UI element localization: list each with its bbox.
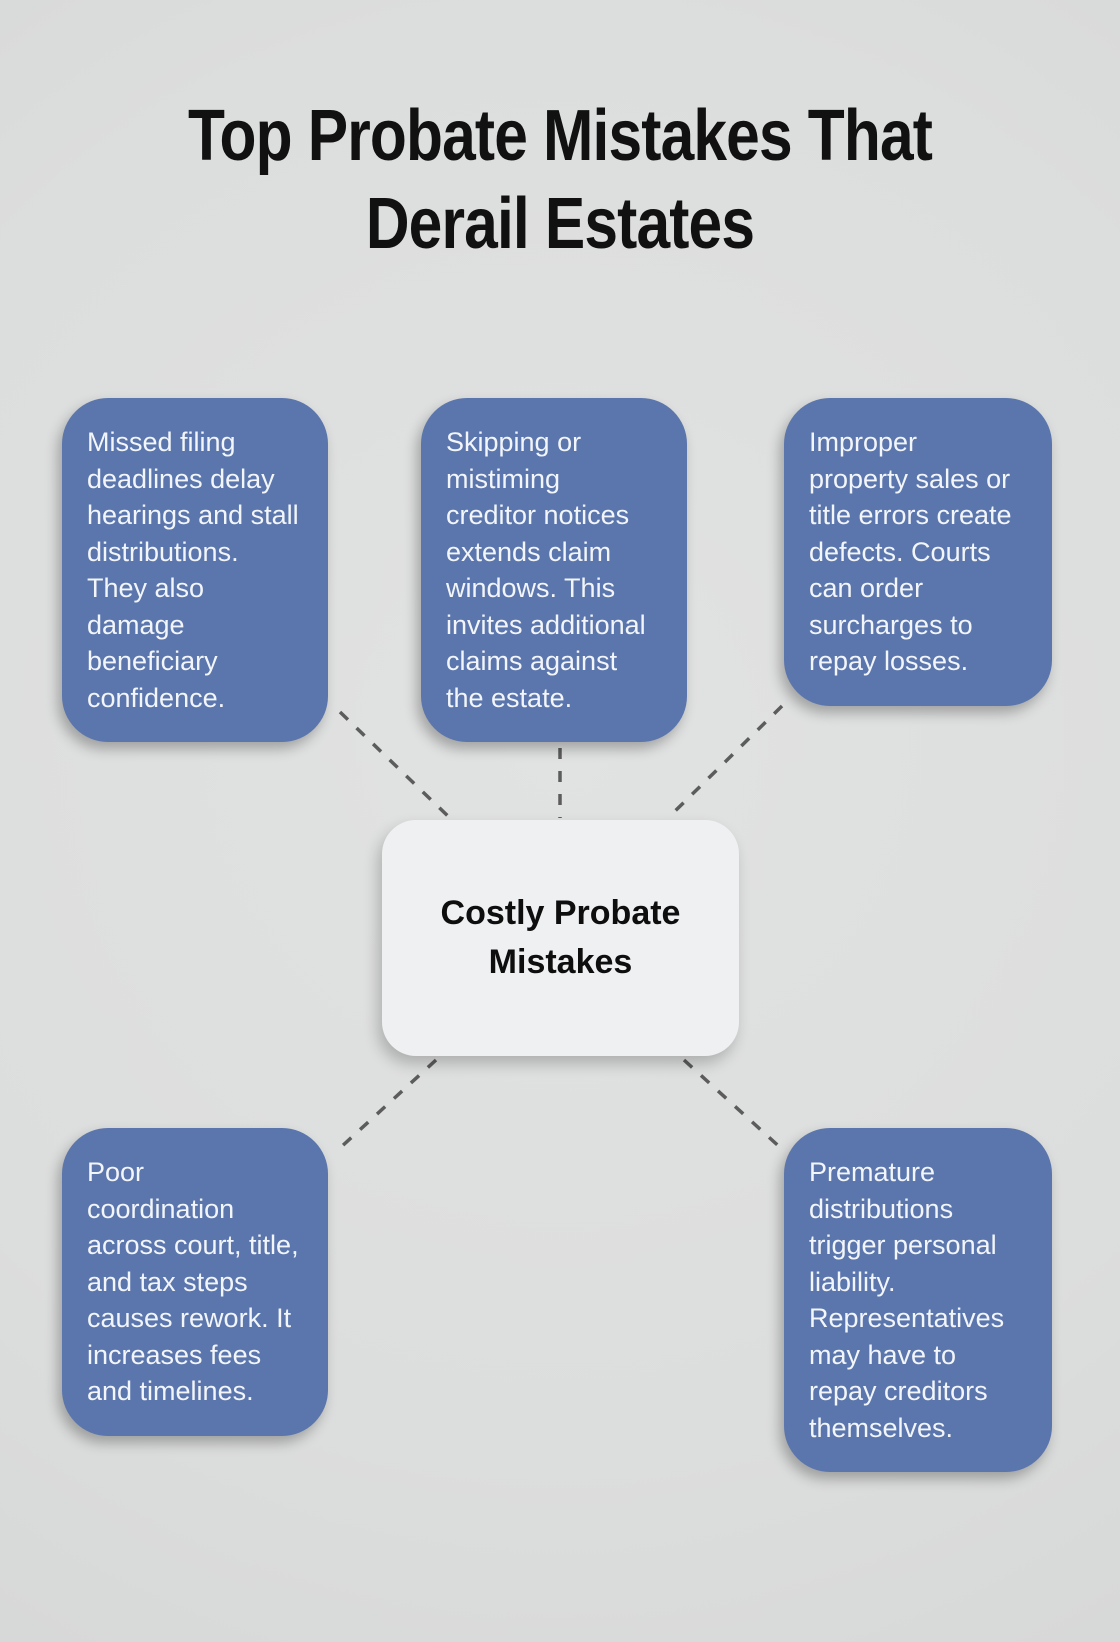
card-text: Missed filing deadlines delay hearings a… [87, 427, 299, 713]
central-node-label: Costly Probate Mistakes [440, 894, 681, 981]
card-poor-coordination: Poor coordination across court, title, a… [62, 1128, 328, 1436]
connector-bottom-right [682, 1058, 785, 1152]
card-premature-distributions: Premature distributions trigger personal… [784, 1128, 1052, 1472]
card-text: Improper property sales or title errors … [809, 427, 1012, 676]
connector-bottom-left [338, 1058, 438, 1150]
page-title: Top Probate Mistakes That Derail Estates [187, 96, 933, 264]
central-node: Costly Probate Mistakes [382, 820, 739, 1056]
card-text: Premature distributions trigger personal… [809, 1157, 1005, 1443]
card-creditor-notices: Skipping or mistiming creditor notices e… [421, 398, 687, 742]
card-text: Poor coordination across court, title, a… [87, 1157, 299, 1406]
connector-top-right [666, 704, 784, 820]
card-missed-filing-deadlines: Missed filing deadlines delay hearings a… [62, 398, 328, 742]
card-text: Skipping or mistiming creditor notices e… [446, 427, 646, 713]
card-improper-property-sales: Improper property sales or title errors … [784, 398, 1052, 706]
